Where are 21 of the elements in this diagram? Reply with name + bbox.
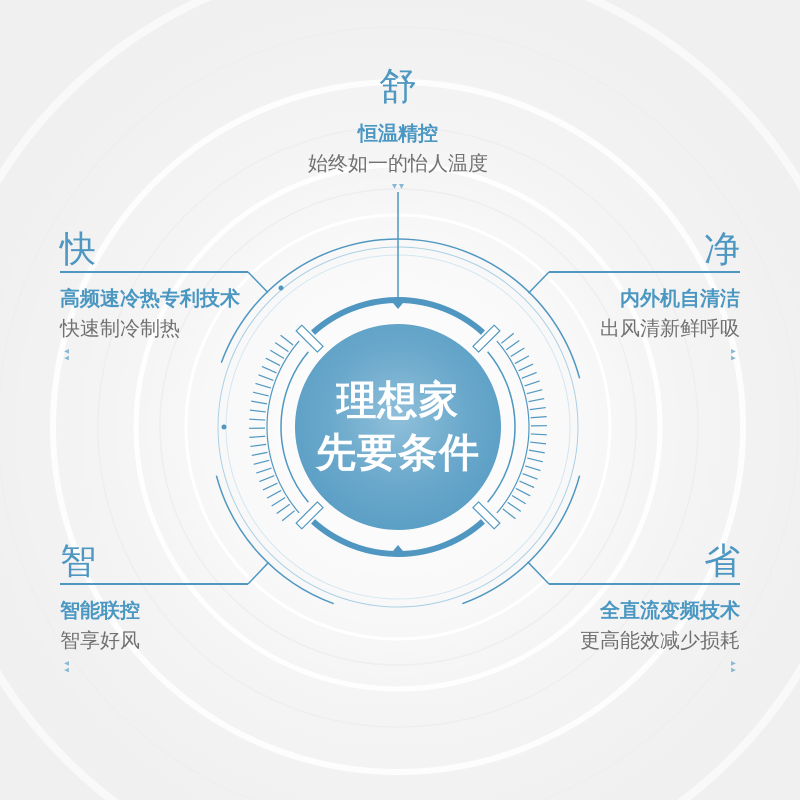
connector-line xyxy=(247,271,269,294)
feature-description: 更高能效减少损耗 xyxy=(580,626,740,654)
feature-description: 出风清新鲜呼吸 xyxy=(600,314,740,342)
connector-line xyxy=(397,192,399,300)
connector-line xyxy=(527,561,550,585)
feature-description: 智享好风 xyxy=(60,626,140,654)
feature-subtitle: 恒温精控 xyxy=(358,120,438,147)
feature-subtitle: 全直流变频技术 xyxy=(600,596,740,624)
feature-heading: 净 xyxy=(704,230,740,270)
feature-heading: 快 xyxy=(60,230,96,270)
feature-heading: 智 xyxy=(60,542,96,582)
feature-subtitle: 高频速冷热专利技术 xyxy=(60,284,240,312)
feature-subtitle: 智能联控 xyxy=(60,596,140,624)
feature-description: 始终如一的怡人温度 xyxy=(308,150,488,177)
center-title: 理想家先要条件 xyxy=(316,377,480,478)
feature-description: 快速制冷制热 xyxy=(60,314,180,342)
connector-line xyxy=(528,271,550,294)
feature-subtitle: 内外机自清洁 xyxy=(620,284,740,312)
feature-heading: 省 xyxy=(704,542,740,582)
connector-line xyxy=(247,562,270,585)
feature-heading: 舒 xyxy=(379,64,417,108)
